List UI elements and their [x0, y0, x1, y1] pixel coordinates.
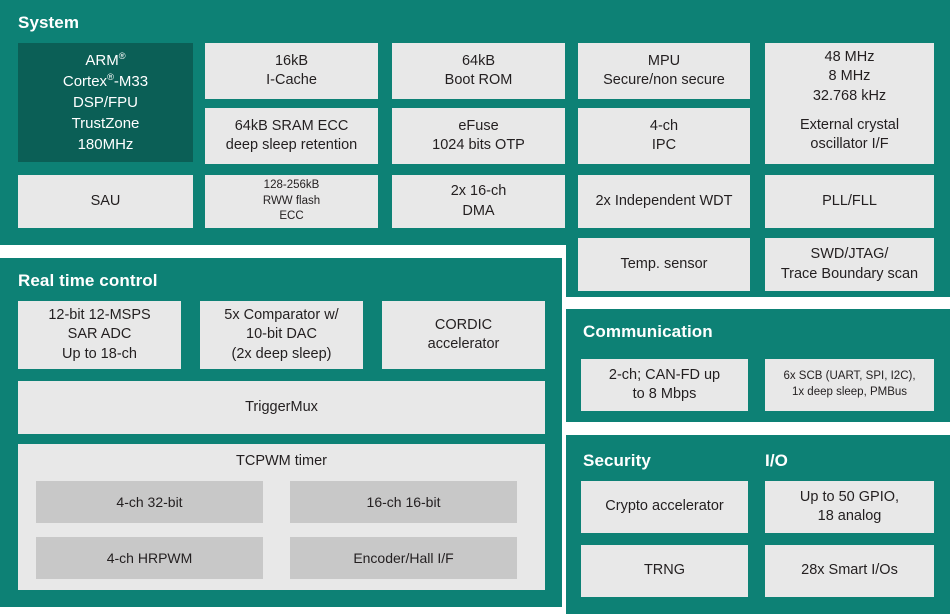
- block-arm-cortex-m33-core: ARM® Cortex®-M33 DSP/FPU TrustZone 180MH…: [18, 43, 193, 162]
- block-comparator-dac: 5x Comparator w/10-bit DAC(2x deep sleep…: [200, 301, 363, 369]
- core-line4: TrustZone: [71, 115, 140, 132]
- block-tcpwm-16ch-16bit: 16-ch 16-bit: [290, 481, 517, 523]
- block-swd-jtag-trace: SWD/JTAG/Trace Boundary scan: [765, 238, 934, 291]
- block-gpio: Up to 50 GPIO,18 analog: [765, 481, 934, 533]
- block-scb-uart-spi-i2c: 6x SCB (UART, SPI, I2C),1x deep sleep, P…: [765, 359, 934, 411]
- core-line5: 180MHz: [77, 136, 134, 153]
- panel-title-system: System: [18, 13, 80, 32]
- tcpwm-timer-label: TCPWM timer: [235, 453, 327, 469]
- block-smart-ios: 28x Smart I/Os: [765, 545, 934, 597]
- block-tcpwm-encoder-hall: Encoder/Hall I/F: [290, 537, 517, 579]
- core-line3: DSP/FPU: [72, 94, 138, 111]
- core-line2: Cortex®-M33: [62, 72, 149, 90]
- block-trng: TRNG: [581, 545, 748, 597]
- panel-title-security: Security: [583, 451, 651, 470]
- block-watchdog-timers: 2x Independent WDT: [578, 175, 750, 228]
- block-temp-sensor: Temp. sensor: [578, 238, 750, 291]
- panel-title-communication: Communication: [583, 322, 713, 341]
- core-line1: ARM®: [85, 51, 126, 69]
- panel-title-io: I/O: [765, 451, 788, 470]
- block-triggermux: TriggerMux: [18, 381, 545, 434]
- block-tcpwm-4ch-hrpwm: 4-ch HRPWM: [36, 537, 263, 579]
- panel-title-real-time-control: Real time control: [18, 271, 158, 290]
- block-tcpwm-4ch-32bit: 4-ch 32-bit: [36, 481, 263, 523]
- block-pll-fll: PLL/FLL: [765, 175, 934, 228]
- block-crypto-accelerator: Crypto accelerator: [581, 481, 748, 533]
- block-sau: SAU: [18, 175, 193, 228]
- block-tcpwm-timer-container: TCPWM timer 4-ch 32-bit 16-ch 16-bit 4-c…: [18, 444, 545, 590]
